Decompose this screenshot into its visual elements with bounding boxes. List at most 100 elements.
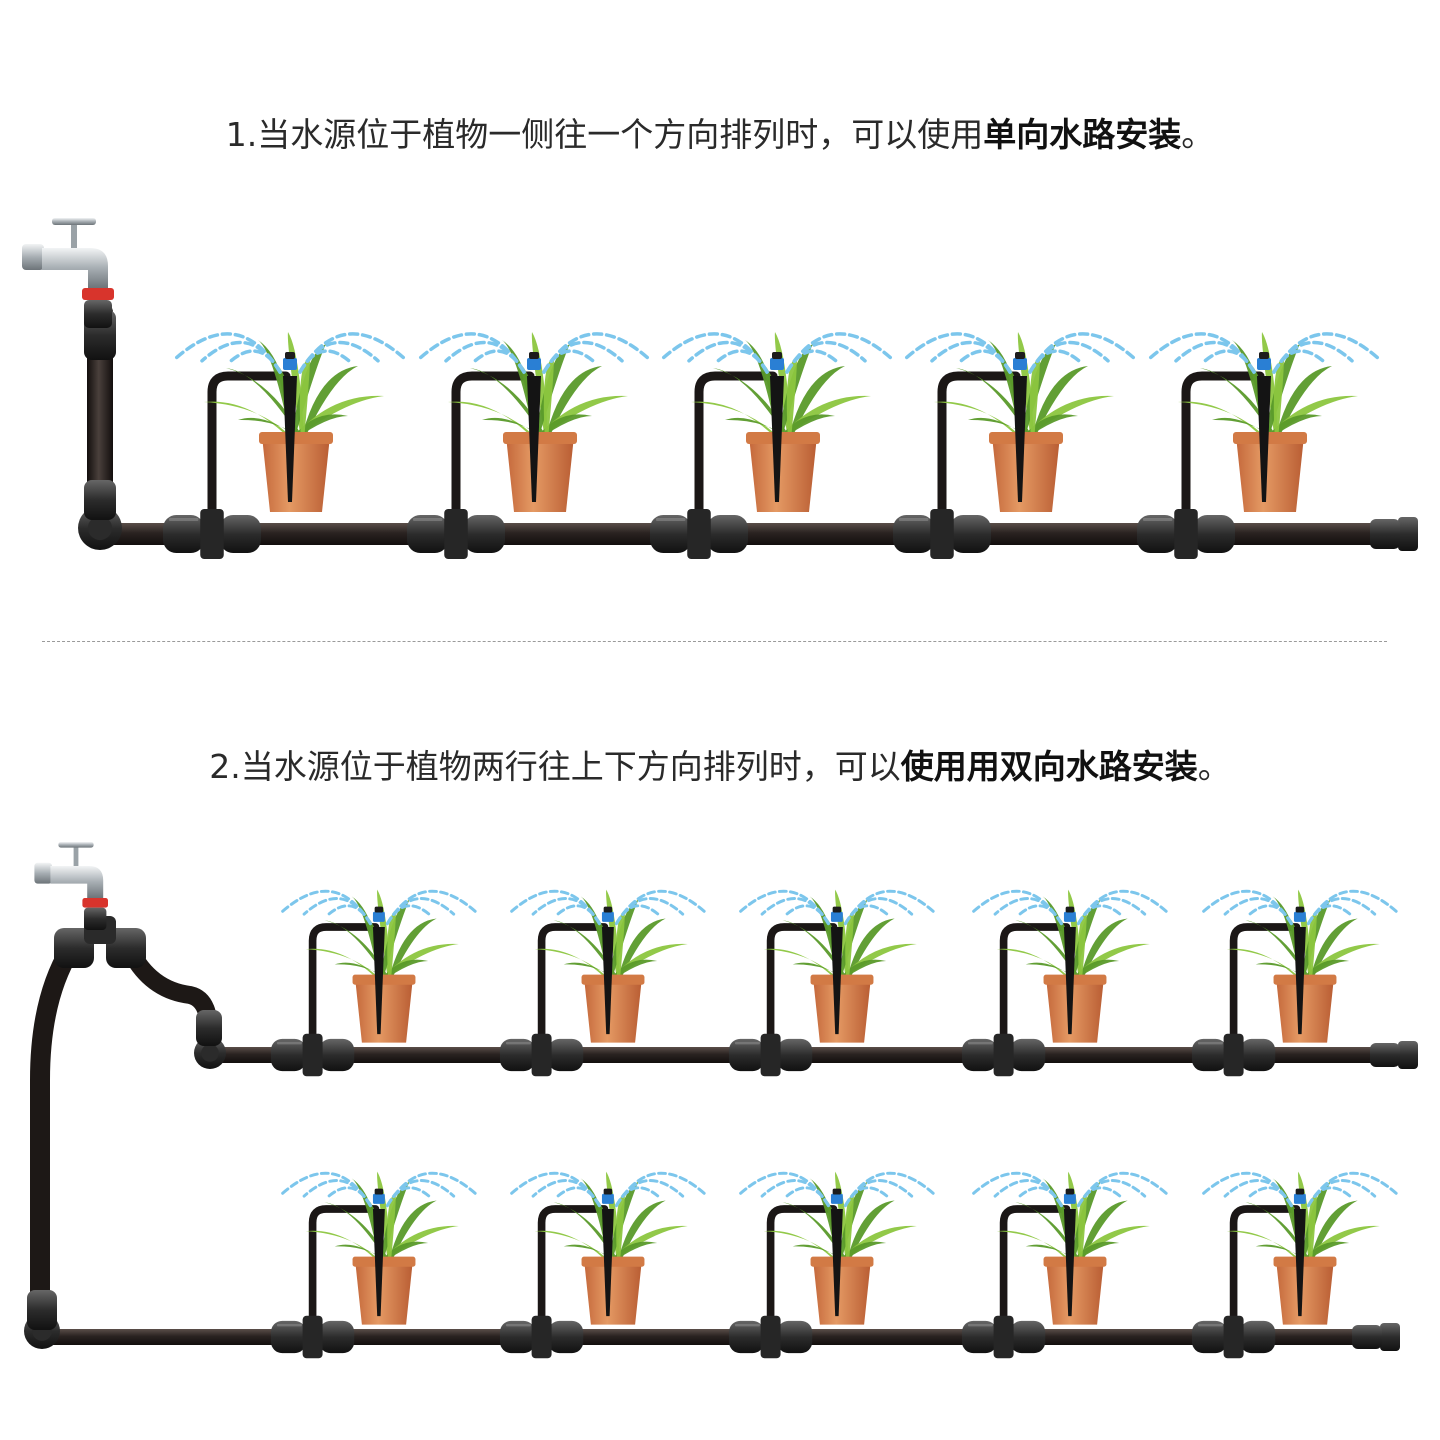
sprinkler-stake-icon	[372, 906, 385, 1035]
pipe-network	[24, 300, 1418, 1351]
plant-sprinkler-unit	[499, 889, 708, 1077]
sprinkler-stake-icon	[283, 352, 297, 502]
sprinkler-stake-icon	[830, 1188, 843, 1317]
sprinkler-stake-icon	[601, 1188, 614, 1317]
pipe-segment	[40, 1329, 1386, 1345]
plant-sprinkler-unit	[893, 332, 1137, 559]
plant-pot-icon	[581, 1256, 645, 1325]
sprinkler-stake-icon	[601, 906, 614, 1035]
plant-pot-icon	[1273, 1256, 1337, 1325]
tap-adapter-icon	[82, 288, 114, 300]
plant-sprinkler-unit	[961, 889, 1170, 1077]
water-spray-icon	[1200, 889, 1400, 926]
feeder-tube	[999, 923, 1071, 1059]
sprinkler-stake-icon	[830, 906, 843, 1035]
water-spray-icon	[970, 889, 1170, 926]
plant-sprinkler-unit	[1191, 889, 1400, 1077]
water-spray-icon	[279, 1171, 479, 1208]
water-spray-icon	[173, 332, 407, 374]
sprinkler-stake-icon	[1013, 352, 1027, 502]
tap-adapter-icon	[82, 898, 108, 908]
feeder-tube	[308, 1205, 380, 1341]
caption-bold-text: 单向水路安装	[983, 115, 1182, 154]
tap-adapter-icon	[84, 300, 112, 328]
plant-sprinkler-unit	[728, 1171, 937, 1359]
faucet-icon	[22, 218, 114, 328]
plant-sprinkler-unit	[270, 889, 479, 1077]
caption-text: 2.当水源位于植物两行往上下方向排列时，可以	[209, 747, 901, 786]
tee-connector-icon	[163, 509, 261, 559]
water-spray-icon	[279, 889, 479, 926]
tee-connector-icon	[961, 1315, 1046, 1359]
plant-pot-icon	[581, 974, 645, 1043]
sprinkler-units	[163, 332, 1400, 1359]
plant-sprinkler-unit	[163, 332, 407, 559]
feeder-tube	[1181, 371, 1265, 539]
end-plug-icon	[1380, 1323, 1400, 1351]
water-spray-icon	[737, 1171, 937, 1208]
feeder-tube	[537, 923, 609, 1059]
tap-adapter-icon	[84, 907, 107, 930]
plant-pot-icon	[810, 1256, 874, 1325]
water-spray-icon	[508, 1171, 708, 1208]
water-sources	[22, 218, 114, 930]
sprinkler-stake-icon	[1257, 352, 1271, 502]
sprinkler-stake-icon	[770, 352, 784, 502]
plant-pot-icon	[259, 432, 333, 512]
tee-connector-icon	[407, 509, 505, 559]
tee-connector-icon	[270, 1033, 355, 1077]
water-spray-icon	[660, 332, 894, 374]
tee-connector-icon	[1191, 1033, 1276, 1077]
feeder-tube	[694, 371, 778, 539]
end-plug-icon	[1370, 519, 1400, 549]
plant-pot-icon	[1043, 974, 1107, 1043]
tee-connector-icon	[728, 1315, 813, 1359]
end-plug-icon	[1370, 1043, 1400, 1067]
section-2-caption: 2.当水源位于植物两行往上下方向排列时，可以使用用双向水路安装。	[0, 740, 1440, 788]
water-spray-icon	[508, 889, 708, 926]
plant-pot-icon	[1233, 432, 1307, 512]
plant-sprinkler-unit	[728, 889, 937, 1077]
feeder-tube	[766, 923, 838, 1059]
plant-sprinkler-unit	[1137, 332, 1381, 559]
water-spray-icon	[903, 332, 1137, 374]
plant-sprinkler-unit	[407, 332, 651, 559]
plant-pot-icon	[352, 1256, 416, 1325]
hose-to-lower-line	[30, 940, 80, 1327]
end-plug-icon	[1398, 1041, 1418, 1069]
tee-connector-icon	[499, 1033, 584, 1077]
tee-connector-icon	[893, 509, 991, 559]
feeder-tube	[937, 371, 1021, 539]
feeder-tube	[537, 1205, 609, 1341]
tee-connector-icon	[1191, 1315, 1276, 1359]
sprinkler-stake-icon	[372, 1188, 385, 1317]
caption-end: 。	[1181, 115, 1215, 154]
feeder-tube	[207, 371, 291, 539]
sprinkler-stake-icon	[1063, 906, 1076, 1035]
plant-pot-icon	[1273, 974, 1337, 1043]
plant-sprinkler-unit	[1191, 1171, 1400, 1359]
tee-connector-icon	[650, 509, 748, 559]
tee-connector-icon	[270, 1315, 355, 1359]
section-divider	[42, 641, 1387, 642]
tee-connector-icon	[728, 1033, 813, 1077]
plant-sprinkler-unit	[650, 332, 894, 559]
feeder-tube	[999, 1205, 1071, 1341]
plant-pot-icon	[989, 432, 1063, 512]
end-plug-icon	[1398, 517, 1418, 551]
sprinkler-stake-icon	[527, 352, 541, 502]
end-plug-icon	[1352, 1325, 1382, 1349]
pipe-coupler-icon	[84, 480, 116, 520]
plant-sprinkler-unit	[499, 1171, 708, 1359]
water-spray-icon	[737, 889, 937, 926]
plant-pot-icon	[810, 974, 874, 1043]
sprinkler-stake-icon	[1293, 1188, 1306, 1317]
water-spray-icon	[970, 1171, 1170, 1208]
tee-connector-icon	[499, 1315, 584, 1359]
water-spray-icon	[1200, 1171, 1400, 1208]
caption-text: 1.当水源位于植物一侧往一个方向排列时，可以使用	[225, 115, 984, 154]
caption-bold-text: 使用用双向水路安装	[900, 747, 1198, 786]
plant-sprinkler-unit	[961, 1171, 1170, 1359]
